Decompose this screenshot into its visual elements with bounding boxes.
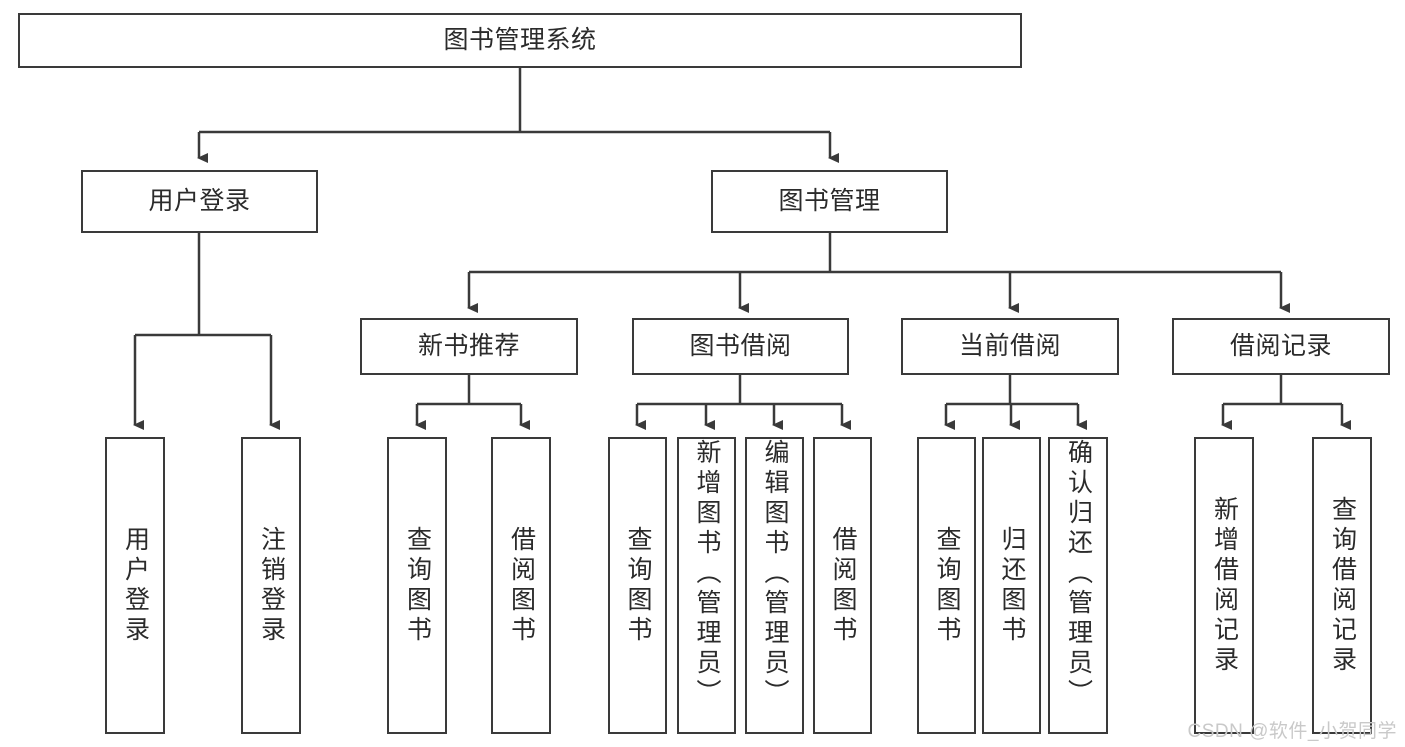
node-label: 编辑图书（管理员） bbox=[761, 439, 789, 709]
node-label: 归还图书 bbox=[998, 525, 1026, 646]
node-label: 当前借阅 bbox=[958, 332, 1061, 360]
node-label: 图书借阅 bbox=[689, 332, 792, 360]
node-label: 借阅记录 bbox=[1229, 332, 1332, 360]
node-label: 注销登录 bbox=[257, 525, 286, 646]
leaf-current-borrow-return[interactable]: 归还图书 bbox=[982, 437, 1041, 734]
node-label: 用户登录 bbox=[121, 525, 150, 646]
node-label: 查询图书 bbox=[933, 525, 961, 646]
node-current-borrow[interactable]: 当前借阅 bbox=[901, 318, 1119, 375]
node-label: 查询借阅记录 bbox=[1328, 495, 1357, 676]
node-label: 新增借阅记录 bbox=[1210, 495, 1239, 676]
node-label: 确认归还（管理员） bbox=[1064, 439, 1093, 709]
leaf-book-borrow-query[interactable]: 查询图书 bbox=[608, 437, 667, 734]
node-borrow-record[interactable]: 借阅记录 bbox=[1172, 318, 1390, 375]
node-book-borrow[interactable]: 图书借阅 bbox=[632, 318, 849, 375]
leaf-new-book-query[interactable]: 查询图书 bbox=[387, 437, 447, 734]
leaf-new-book-borrow[interactable]: 借阅图书 bbox=[491, 437, 551, 734]
node-label: 新书推荐 bbox=[417, 332, 520, 360]
leaf-borrow-record-add[interactable]: 新增借阅记录 bbox=[1194, 437, 1254, 734]
node-root-system[interactable]: 图书管理系统 bbox=[18, 13, 1022, 68]
node-label: 借阅图书 bbox=[507, 525, 536, 646]
node-book-management[interactable]: 图书管理 bbox=[711, 170, 948, 233]
node-label: 借阅图书 bbox=[829, 525, 857, 646]
leaf-current-borrow-confirm-return[interactable]: 确认归还（管理员） bbox=[1048, 437, 1108, 734]
leaf-user-login-logout[interactable]: 注销登录 bbox=[241, 437, 301, 734]
node-label: 用户登录 bbox=[148, 187, 251, 215]
node-label: 查询图书 bbox=[624, 525, 652, 646]
node-user-login[interactable]: 用户登录 bbox=[81, 170, 318, 233]
node-label: 新增图书（管理员） bbox=[693, 439, 721, 709]
node-new-book-recommend[interactable]: 新书推荐 bbox=[360, 318, 578, 375]
leaf-book-borrow-add[interactable]: 新增图书（管理员） bbox=[677, 437, 736, 734]
watermark-text: CSDN @软件_小贺同学 bbox=[1187, 721, 1397, 742]
node-label: 图书管理系统 bbox=[443, 26, 597, 54]
node-label: 图书管理 bbox=[778, 187, 881, 215]
leaf-borrow-record-query[interactable]: 查询借阅记录 bbox=[1312, 437, 1372, 734]
leaf-current-borrow-query[interactable]: 查询图书 bbox=[917, 437, 976, 734]
leaf-user-login-login[interactable]: 用户登录 bbox=[105, 437, 165, 734]
leaf-book-borrow-borrow[interactable]: 借阅图书 bbox=[813, 437, 872, 734]
node-label: 查询图书 bbox=[403, 525, 432, 646]
leaf-book-borrow-edit[interactable]: 编辑图书（管理员） bbox=[745, 437, 804, 734]
